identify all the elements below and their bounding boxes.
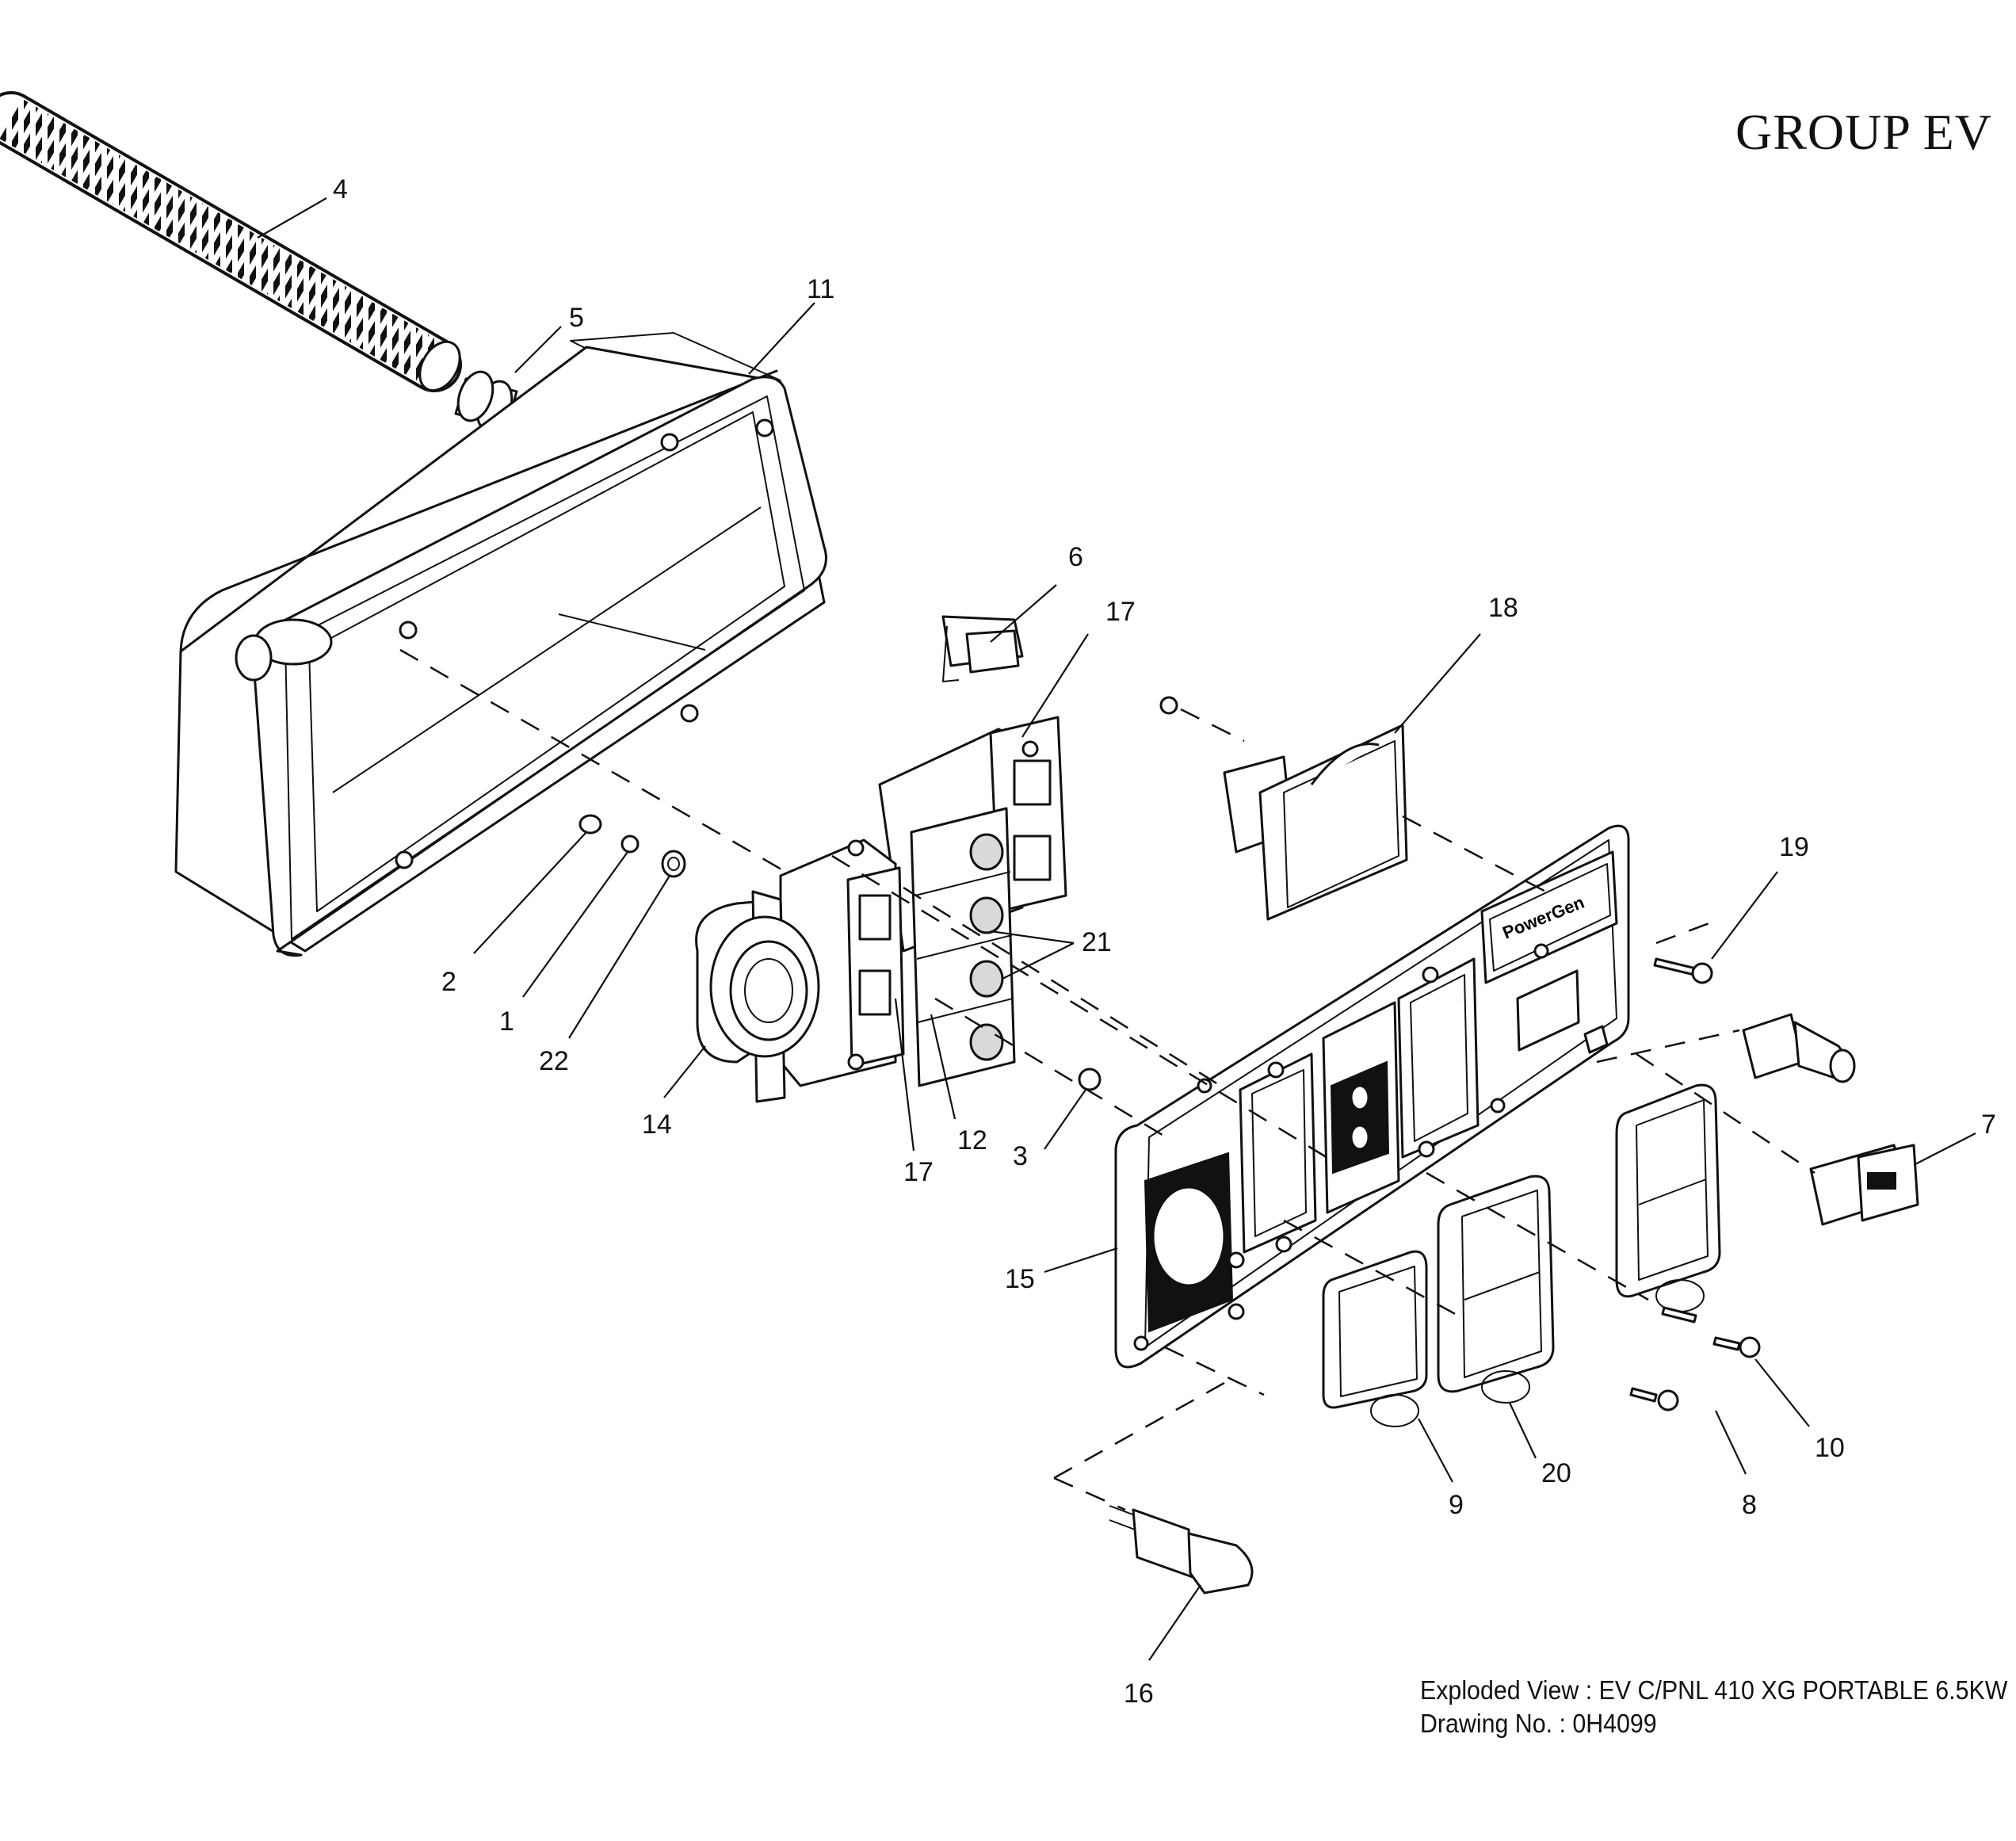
callout-8: 8	[1742, 1490, 1757, 1520]
callout-1: 1	[499, 1006, 514, 1037]
conduit-part	[0, 91, 462, 392]
callout-9: 9	[1449, 1490, 1464, 1520]
star-washer-part	[1078, 1068, 1102, 1091]
bracket-part	[941, 615, 1024, 682]
drawing-caption: Exploded View : EV C/PNL 410 XG PORTABLE…	[1420, 1674, 2007, 1740]
hardware-nut-washer-part	[578, 814, 686, 878]
callout-14: 14	[642, 1110, 672, 1140]
control-box-part	[174, 332, 827, 957]
callout-17-upper: 17	[1105, 597, 1136, 627]
callout-4: 4	[333, 174, 348, 204]
twist-lock-receptacle-part	[695, 890, 820, 1103]
receptacle-cover-right-part	[1615, 1083, 1721, 1312]
callout-2: 2	[441, 967, 456, 997]
callout-12: 12	[957, 1125, 987, 1155]
callout-19: 19	[1779, 832, 1809, 862]
toggle-switch-part	[1109, 1505, 1254, 1595]
callout-10: 10	[1815, 1433, 1845, 1463]
callout-6: 6	[1068, 542, 1083, 572]
callout-labels: 4 5 11 6 17 18 19 21 2 1 22 14 17 12 3 7…	[333, 174, 1996, 1709]
receptacle-cover-small-part	[1322, 1250, 1428, 1427]
caption-view: Exploded View : EV C/PNL 410 XG PORTABLE…	[1420, 1675, 2008, 1705]
callout-11: 11	[807, 274, 834, 304]
callout-21: 21	[1082, 927, 1112, 957]
breakers-part	[910, 807, 1016, 1087]
callout-22: 22	[539, 1046, 569, 1076]
callout-7: 7	[1981, 1110, 1996, 1140]
callout-15: 15	[1005, 1264, 1035, 1294]
assembly-dashed-lines	[399, 648, 1816, 1511]
callout-17-lower: 17	[903, 1157, 934, 1187]
callout-3: 3	[1013, 1141, 1028, 1171]
dc-receptacle-part	[1809, 1144, 1919, 1226]
group-title: GROUP EV	[1735, 104, 1992, 160]
idle-switch-part	[1159, 696, 1408, 921]
callout-18: 18	[1488, 593, 1518, 623]
screws-part	[1629, 957, 1761, 1411]
pilot-lamp-part	[1742, 1013, 1856, 1083]
leader-lines	[257, 197, 1976, 1661]
callout-20: 20	[1541, 1458, 1571, 1488]
callout-16: 16	[1124, 1679, 1154, 1709]
callout-5: 5	[569, 303, 584, 333]
duplex-receptacle-lower-part	[779, 838, 905, 1087]
receptacle-cover-double-part	[1437, 1174, 1555, 1404]
caption-drawing-number: Drawing No. : 0H4099	[1420, 1709, 1657, 1738]
control-panel-part: PowerGen	[1114, 824, 1630, 1369]
